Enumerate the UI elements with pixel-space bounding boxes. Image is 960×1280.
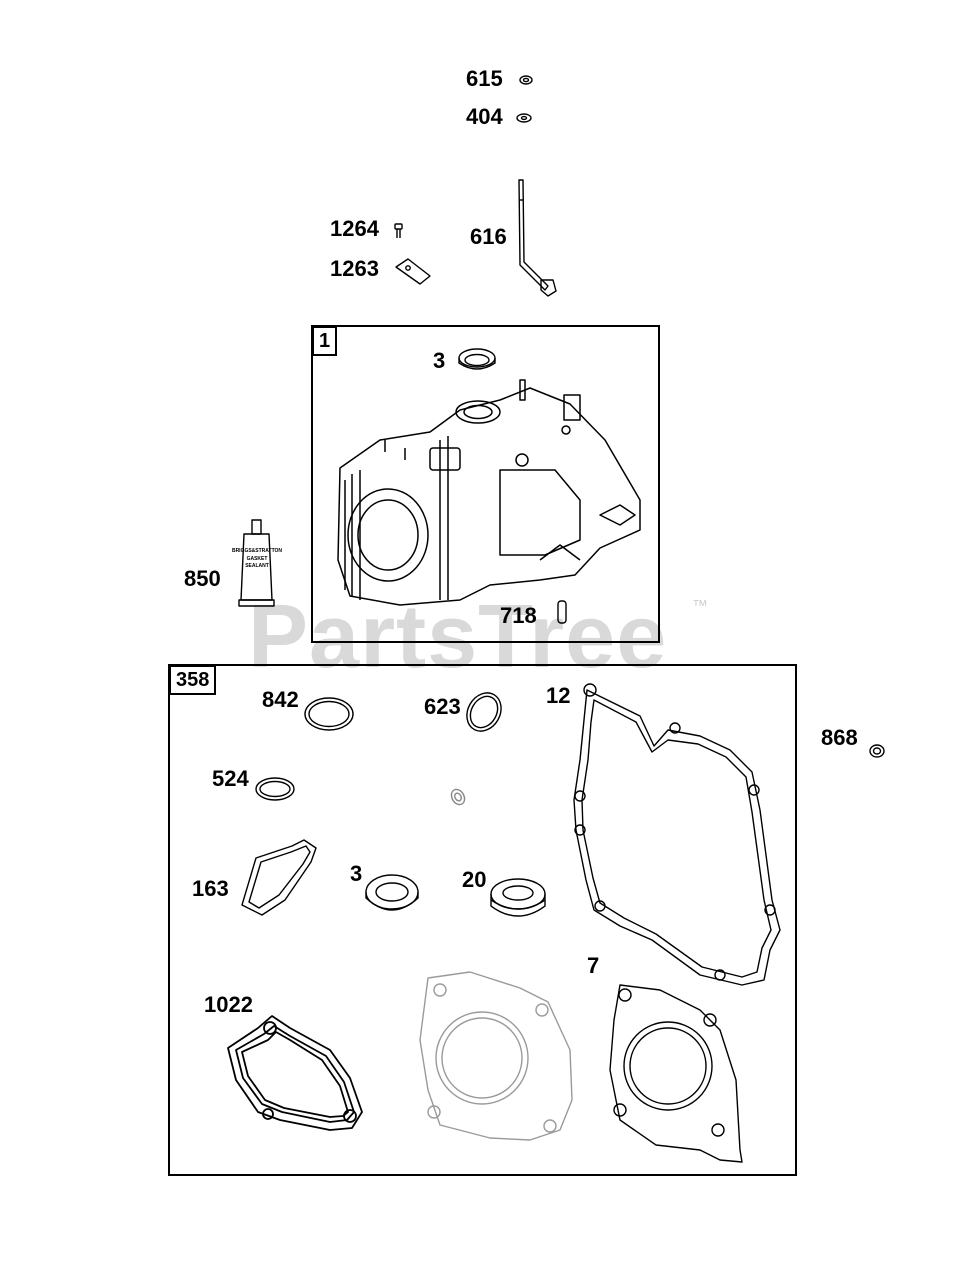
callout-842[interactable]: 842 xyxy=(262,687,299,712)
callout-616[interactable]: 616 xyxy=(470,224,507,249)
part-524-o-ring[interactable] xyxy=(255,777,295,801)
part-12-crankcase-gasket[interactable] xyxy=(573,683,781,986)
part-616-dipstick[interactable] xyxy=(518,179,557,297)
part-842-o-ring[interactable] xyxy=(304,697,354,731)
callout-1022[interactable]: 1022 xyxy=(204,992,253,1017)
callout-868[interactable]: 868 xyxy=(821,725,858,750)
callout-12[interactable]: 12 xyxy=(546,683,571,708)
callout-718[interactable]: 718 xyxy=(500,603,537,628)
part-718-dowel-pin[interactable] xyxy=(557,600,567,624)
tube-text-line3: SEALANT xyxy=(245,563,269,569)
watermark-trademark: ™ xyxy=(692,598,708,615)
callout-1264[interactable]: 1264 xyxy=(330,216,379,241)
part-1263-plate[interactable] xyxy=(395,258,431,285)
part-3-seal-top[interactable] xyxy=(458,348,496,370)
part-1-cylinder[interactable] xyxy=(337,379,641,606)
callout-20[interactable]: 20 xyxy=(462,867,487,892)
part-1264-screw[interactable] xyxy=(394,223,403,238)
tube-text-line2: GASKET xyxy=(247,556,268,562)
part-3-seal-kit[interactable] xyxy=(365,874,419,911)
part-163-gasket[interactable] xyxy=(241,839,317,916)
part-868-plug[interactable] xyxy=(869,744,885,758)
group-box-358: 358 xyxy=(168,664,797,1176)
watermark: PartsTree xyxy=(248,587,668,687)
callout-850[interactable]: 850 xyxy=(184,566,221,591)
part-fitting[interactable] xyxy=(449,787,467,807)
callout-3-cylinder[interactable]: 3 xyxy=(433,348,446,373)
callout-7[interactable]: 7 xyxy=(587,953,600,978)
callout-163[interactable]: 163 xyxy=(192,876,229,901)
part-623-o-ring[interactable] xyxy=(460,687,508,738)
callout-404[interactable]: 404 xyxy=(466,104,503,129)
tube-text-line1: BRIGGS&STRATTON xyxy=(232,548,282,554)
part-850-sealant-tube[interactable] xyxy=(238,519,275,607)
callout-1263[interactable]: 1263 xyxy=(330,256,379,281)
part-head-gasket[interactable] xyxy=(419,971,573,1141)
callout-623[interactable]: 623 xyxy=(424,694,461,719)
part-1022-gasket[interactable] xyxy=(227,1015,363,1131)
group-label-358[interactable]: 358 xyxy=(169,665,217,695)
callout-524[interactable]: 524 xyxy=(212,766,249,791)
group-box-1: 1 xyxy=(311,325,660,643)
part-615-nut[interactable] xyxy=(519,75,533,85)
group-label-1[interactable]: 1 xyxy=(312,326,338,356)
callout-615[interactable]: 615 xyxy=(466,66,503,91)
callout-3-kit[interactable]: 3 xyxy=(350,861,363,886)
part-7-head-gasket[interactable] xyxy=(609,984,743,1163)
part-404-washer[interactable] xyxy=(516,113,532,123)
part-20-seal[interactable] xyxy=(490,878,546,917)
